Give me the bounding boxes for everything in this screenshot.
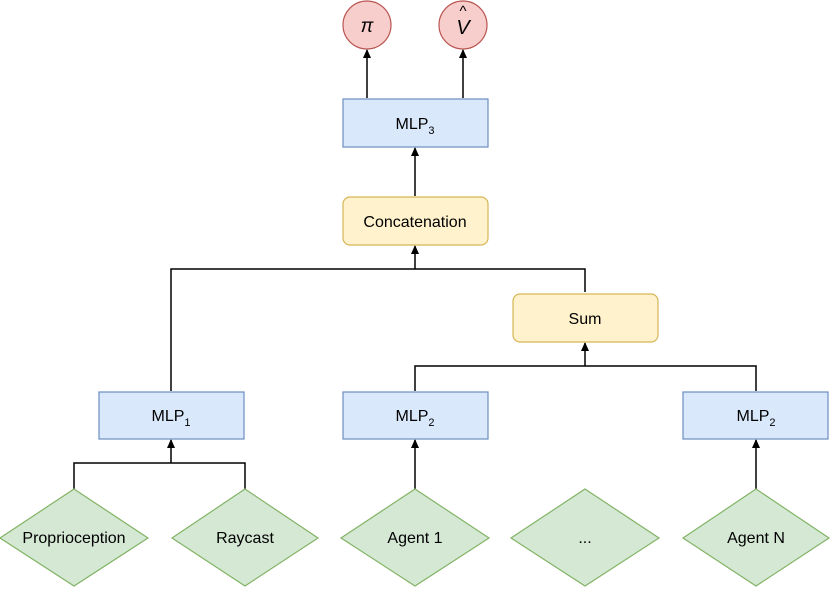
- svg-text:MLP3: MLP3: [395, 116, 434, 137]
- concatenation-label: Concatenation: [363, 214, 466, 231]
- value-hat-accent: ^: [459, 3, 466, 20]
- mlp2-left-label: MLP: [395, 408, 428, 425]
- agent1-input: Agent 1: [339, 488, 491, 587]
- mlp2-right-subscript: 2: [769, 417, 775, 429]
- policy-output: π: [342, 0, 392, 50]
- sum-label: Sum: [569, 311, 602, 328]
- raycast-label: Raycast: [216, 530, 274, 547]
- line-inputs-join: [73, 462, 246, 489]
- ellipsis-input: ...: [509, 488, 661, 587]
- mlp2-left-node: MLP2: [342, 391, 489, 440]
- svg-text:MLP2: MLP2: [395, 408, 434, 429]
- mlp3-node: MLP3: [342, 98, 489, 148]
- agentN-label: Agent N: [727, 530, 785, 547]
- raycast-input: Raycast: [170, 488, 320, 587]
- agent1-label: Agent 1: [387, 530, 442, 547]
- connectors: [73, 49, 760, 489]
- value-output: ^ V: [438, 0, 488, 50]
- mlp1-node: MLP1: [98, 391, 245, 440]
- policy-symbol: π: [361, 16, 375, 37]
- line-mlp1-sum-join: [170, 268, 586, 391]
- mlp1-label: MLP: [151, 408, 184, 425]
- mlp2-right-node: MLP2: [682, 391, 829, 440]
- value-symbol: V: [456, 17, 471, 39]
- concatenation-node: Concatenation: [342, 196, 489, 246]
- mlp3-subscript: 3: [428, 125, 434, 137]
- mlp2-left-subscript: 2: [428, 417, 434, 429]
- svg-text:MLP2: MLP2: [736, 408, 775, 429]
- agentN-input: Agent N: [681, 488, 831, 587]
- ellipsis-label: ...: [578, 530, 591, 547]
- proprioception-label: Proprioception: [22, 530, 125, 547]
- mlp3-label: MLP: [395, 116, 428, 133]
- mlp1-subscript: 1: [184, 417, 190, 429]
- proprioception-input: Proprioception: [0, 488, 150, 587]
- mlp2-right-label: MLP: [736, 408, 769, 425]
- svg-text:MLP1: MLP1: [151, 408, 190, 429]
- line-mlp2-join: [414, 365, 757, 391]
- sum-node: Sum: [512, 293, 659, 343]
